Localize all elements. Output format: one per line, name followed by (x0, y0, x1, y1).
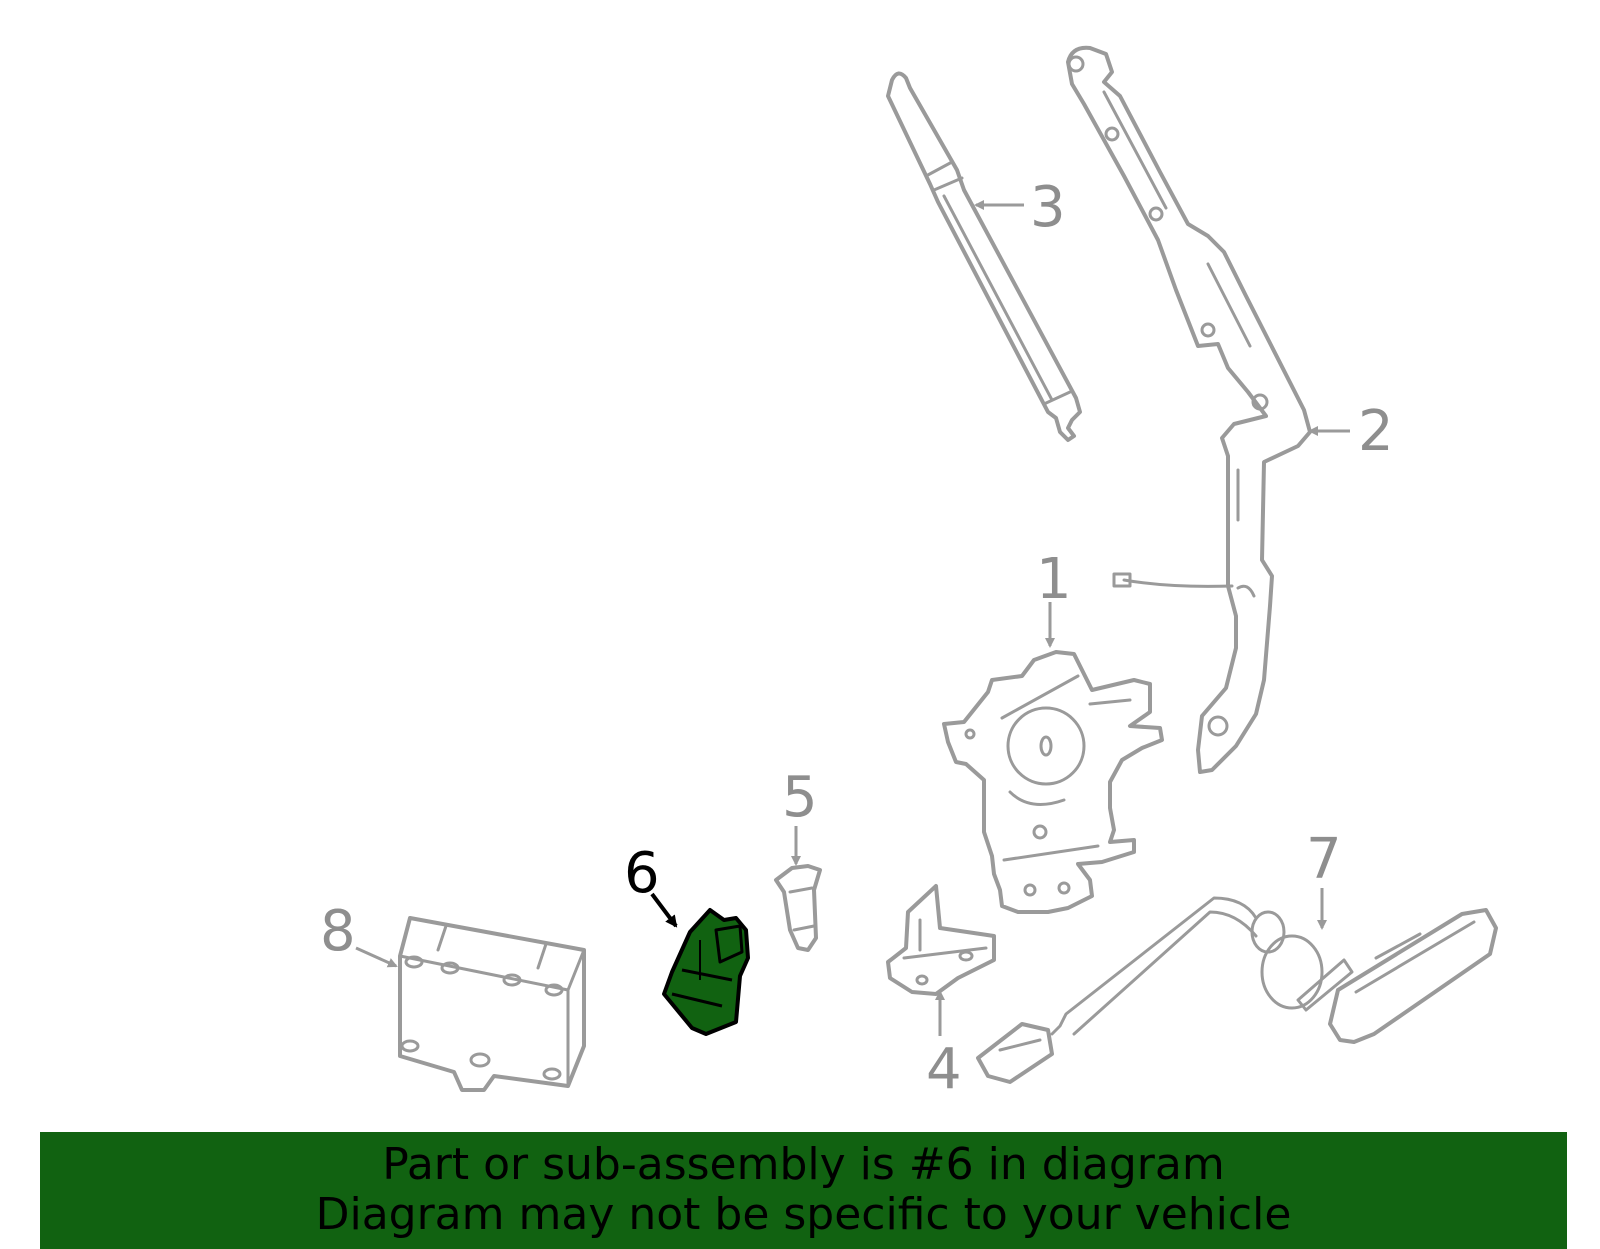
callout-arrow-6 (650, 892, 678, 928)
part-8-module[interactable] (398, 916, 586, 1092)
callout-2[interactable]: 2 (1358, 399, 1394, 464)
part-2-bracket[interactable] (1066, 45, 1312, 774)
part-1-latch[interactable] (942, 650, 1164, 914)
part-4-bracket[interactable] (886, 884, 996, 996)
banner-line-1: Part or sub-assembly is #6 in diagram (382, 1139, 1225, 1190)
part-6-switch[interactable] (662, 908, 750, 1036)
callout-8[interactable]: 8 (320, 899, 356, 964)
callout-7[interactable]: 7 (1306, 827, 1342, 892)
part-5-fastener[interactable] (774, 864, 822, 952)
callout-arrow-8 (355, 946, 398, 968)
callout-3[interactable]: 3 (1030, 175, 1066, 240)
info-banner: Part or sub-assembly is #6 in diagram Di… (40, 1132, 1567, 1249)
banner-line-2: Diagram may not be specific to your vehi… (315, 1189, 1292, 1240)
part-7-handle[interactable] (976, 896, 1498, 1084)
callout-5[interactable]: 5 (782, 765, 818, 830)
callout-6[interactable]: 6 (624, 841, 660, 906)
callout-4[interactable]: 4 (926, 1037, 962, 1102)
callout-1[interactable]: 1 (1036, 547, 1072, 612)
part-3-strut[interactable] (886, 71, 1082, 442)
